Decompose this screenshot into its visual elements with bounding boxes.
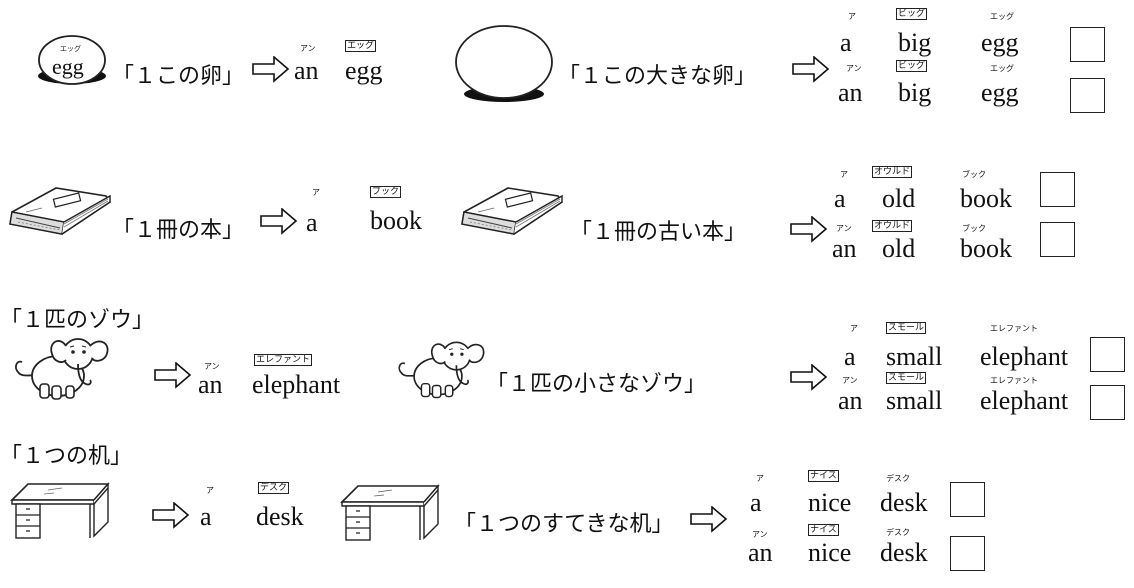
egg-big-illustration (455, 25, 553, 102)
word-desk: desk (880, 538, 928, 567)
ruby-big: ビッグ (896, 60, 928, 72)
ruby-small: スモール (886, 322, 927, 334)
word-desk: desk (880, 488, 928, 517)
ruby-desk: デスク (886, 474, 910, 483)
word-an: an (198, 370, 223, 399)
ruby-elephant: エレファント (990, 376, 1038, 385)
heading-one-elephant: 「１匹のゾウ」 (0, 308, 155, 333)
ruby-egg: エッグ (990, 64, 1014, 73)
ruby-an: アン (842, 376, 858, 385)
word-book: book (370, 206, 422, 235)
egg-label-ruby: エッグ (60, 45, 81, 53)
word-a: a (306, 208, 318, 237)
word-a: a (200, 502, 212, 531)
arrow-icon (252, 56, 289, 82)
word-a: a (844, 342, 856, 371)
answer-checkbox[interactable] (1070, 27, 1105, 62)
word-elephant: elephant (980, 386, 1069, 415)
ruby-an: アン (752, 530, 768, 539)
ruby-egg: エッグ (990, 12, 1014, 21)
ruby-a: ア (312, 188, 320, 197)
ruby-book: ブック (962, 224, 986, 233)
phrase-one-book: 「１冊の本」 (112, 218, 245, 243)
answer-checkbox[interactable] (1040, 172, 1075, 207)
ruby-desk: デスク (886, 528, 910, 537)
ruby-small: スモール (886, 372, 927, 384)
ruby-an: アン (846, 64, 862, 73)
ruby-desk: デスク (258, 482, 290, 494)
ruby-big: ビッグ (896, 8, 928, 20)
arrow-icon (792, 56, 829, 82)
phrase-one-egg: 「１この卵」 (112, 64, 245, 89)
arrow-icon (154, 362, 191, 388)
word-a: a (750, 488, 762, 517)
word-elephant: elephant (980, 342, 1069, 371)
ruby-a: ア (850, 324, 858, 333)
answer-checkbox[interactable] (1090, 337, 1125, 372)
ruby-nice: ナイス (808, 524, 839, 536)
ruby-old: オウルド (872, 220, 913, 232)
word-an: an (294, 56, 319, 85)
phrase-one-small-elephant: 「１匹の小さなゾウ」 (486, 372, 707, 397)
word-nice: nice (808, 538, 852, 567)
word-book: book (960, 234, 1012, 263)
desk-illustration (11, 483, 109, 539)
elephant-illustration (15, 338, 109, 400)
book-illustration (9, 187, 111, 235)
word-small: small (886, 386, 943, 415)
book-illustration (461, 187, 563, 235)
arrow-icon (152, 502, 189, 528)
answer-checkbox[interactable] (1070, 78, 1105, 113)
answer-checkbox[interactable] (1040, 222, 1075, 257)
ruby-an: アン (204, 362, 220, 371)
word-a: a (840, 28, 852, 57)
phrase-one-big-egg: 「１この大きな卵」 (558, 64, 757, 89)
egg-small-illustration (38, 35, 106, 85)
ruby-elephant: エレファント (990, 324, 1038, 333)
ruby-book: ブック (370, 186, 402, 198)
word-big: big (898, 78, 932, 107)
answer-checkbox[interactable] (950, 482, 985, 517)
ruby-book: ブック (962, 170, 986, 179)
arrow-icon (690, 506, 727, 532)
phrase-one-nice-desk: 「１つのすてきな机」 (454, 512, 674, 537)
ruby-a: ア (206, 486, 214, 495)
word-old: old (882, 184, 916, 213)
word-a: a (834, 184, 846, 213)
arrow-icon (790, 216, 827, 242)
ruby-a: ア (756, 474, 764, 483)
word-desk: desk (256, 502, 304, 531)
word-an: an (832, 234, 857, 263)
desk-illustration (341, 485, 439, 541)
word-book: book (960, 184, 1012, 213)
word-an: an (838, 78, 863, 107)
ruby-an: アン (836, 224, 852, 233)
answer-checkbox[interactable] (950, 536, 985, 571)
word-elephant: elephant (252, 370, 341, 399)
word-small: small (886, 342, 943, 371)
word-an: an (838, 386, 863, 415)
answer-checkbox[interactable] (1090, 385, 1125, 420)
arrow-icon (260, 208, 297, 234)
ruby-elephant: エレファント (254, 354, 313, 366)
word-egg: egg (345, 56, 383, 85)
egg-label: egg (52, 54, 84, 79)
ruby-egg: エッグ (345, 40, 377, 52)
ruby-nice: ナイス (808, 470, 839, 482)
ruby-old: オウルド (872, 166, 913, 178)
word-old: old (882, 234, 916, 263)
heading-one-desk: 「１つの机」 (0, 444, 133, 469)
elephant-illustration (398, 341, 485, 399)
word-nice: nice (808, 488, 852, 517)
word-an: an (748, 538, 773, 567)
word-big: big (898, 28, 932, 57)
ruby-a: ア (848, 12, 856, 21)
word-egg: egg (981, 28, 1019, 57)
word-egg: egg (981, 78, 1019, 107)
phrase-one-old-book: 「１冊の古い本」 (570, 220, 747, 245)
arrow-icon (790, 364, 827, 390)
ruby-an: アン (300, 44, 316, 53)
ruby-a: ア (840, 170, 848, 179)
